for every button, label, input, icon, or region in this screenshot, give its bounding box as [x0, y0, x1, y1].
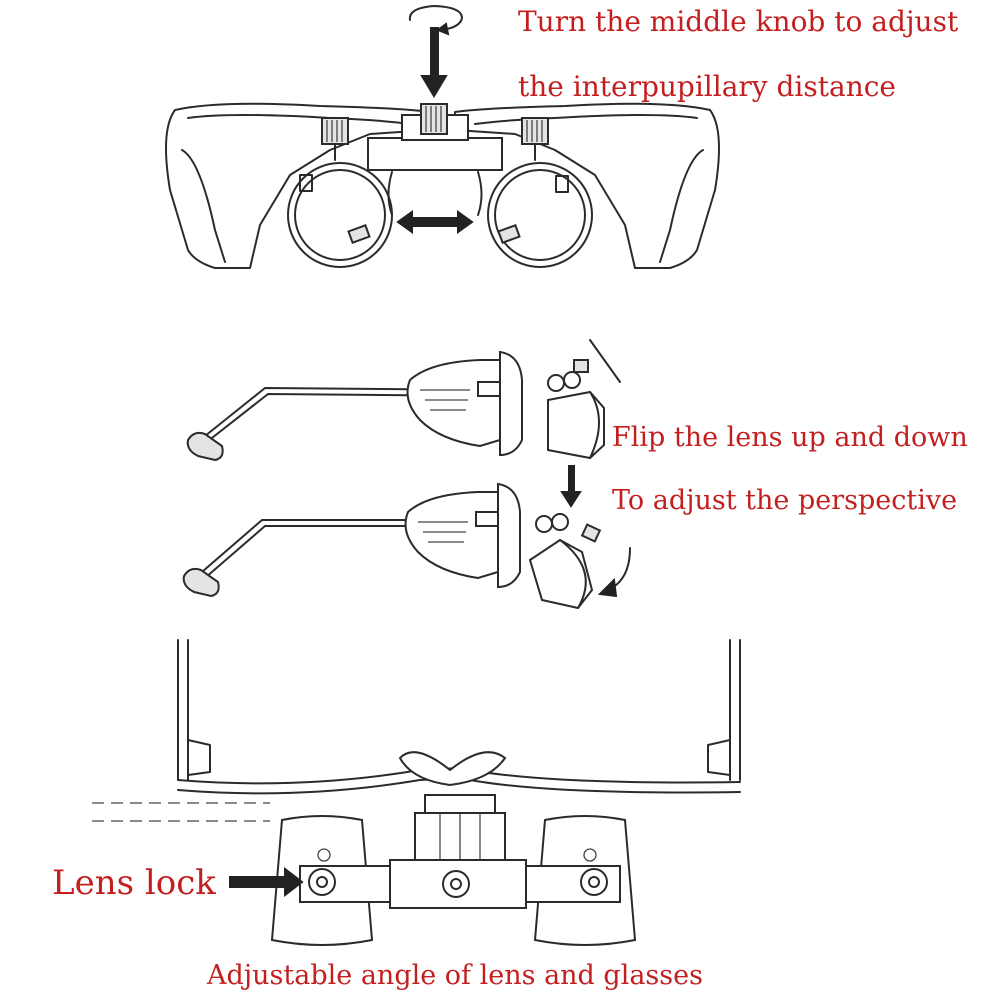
side-view-upper	[186, 339, 621, 462]
top-view-figure	[92, 639, 741, 946]
left-eyepiece	[287, 162, 393, 268]
flip-caption-line1: Flip the lens up and down	[612, 422, 968, 453]
right-knob	[521, 117, 549, 145]
right-eyepiece	[487, 162, 593, 268]
flip-caption-line2: To adjust the perspective	[612, 485, 958, 516]
ipd-caption-line2: the interpupillary distance	[518, 70, 896, 103]
middle-knob	[420, 103, 448, 135]
front-view-glasses	[165, 5, 720, 269]
ipd-caption-line1: Turn the middle knob to adjust	[518, 5, 959, 38]
lens-lock-screw-left	[308, 868, 336, 896]
left-knob	[321, 117, 349, 145]
angle-caption: Adjustable angle of lens and glasses	[207, 960, 703, 991]
lens-lock-screw-right	[580, 868, 608, 896]
side-view-lower	[182, 465, 631, 610]
lens-lock-caption: Lens lock	[52, 863, 216, 903]
